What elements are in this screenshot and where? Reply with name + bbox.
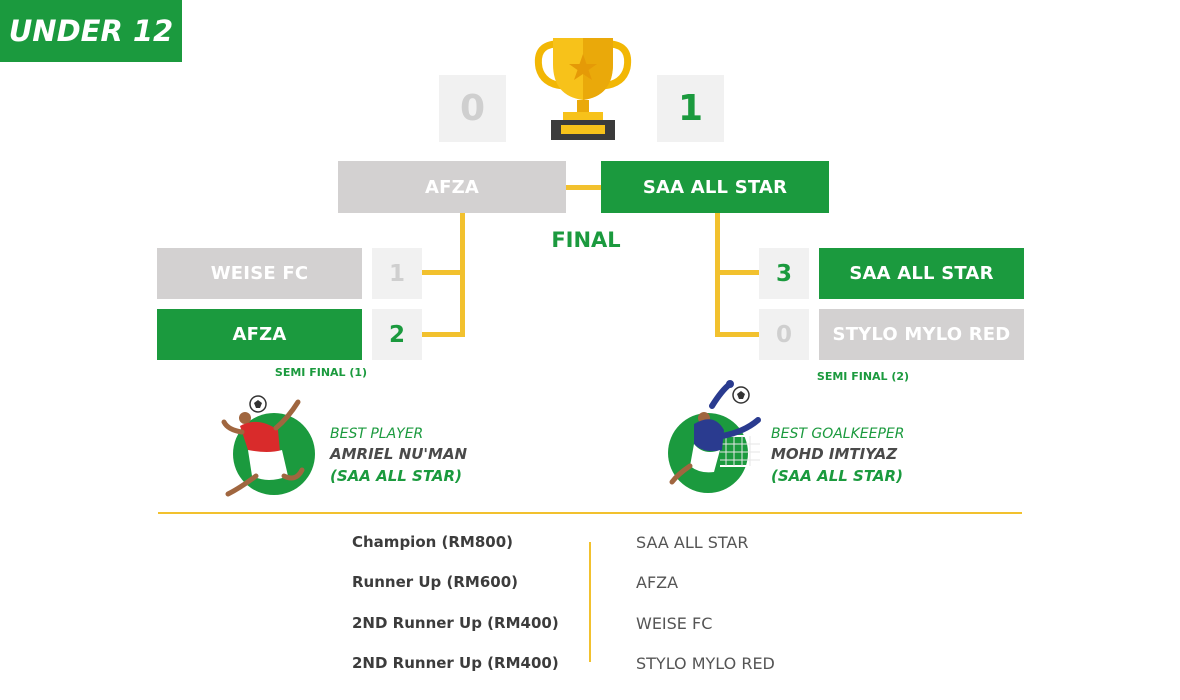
soccer-ball-icon bbox=[732, 386, 750, 404]
semi-right-team-1: SAA ALL STAR bbox=[819, 248, 1024, 299]
final-left-team-name: AFZA bbox=[424, 176, 479, 198]
category-title: UNDER 12 bbox=[8, 14, 174, 48]
semi-left-score-1: 1 bbox=[372, 248, 422, 299]
score-value: 3 bbox=[775, 260, 792, 287]
final-left-score: 0 bbox=[439, 75, 506, 142]
bracket-line bbox=[715, 213, 720, 337]
final-right-score-value: 1 bbox=[677, 88, 704, 129]
bracket-line bbox=[715, 332, 759, 337]
prize-value: WEISE FC bbox=[636, 614, 713, 633]
prize-label: Champion (RM800) bbox=[352, 533, 514, 551]
final-connector bbox=[566, 185, 601, 190]
score-value: 1 bbox=[388, 260, 405, 287]
soccer-ball-icon bbox=[249, 395, 267, 413]
semi-right-score-2: 0 bbox=[759, 309, 809, 360]
semi-right-label: SEMI FINAL (2) bbox=[816, 370, 910, 383]
award-title: BEST PLAYER bbox=[330, 426, 424, 442]
category-banner: UNDER 12 bbox=[0, 0, 182, 62]
section-divider bbox=[158, 512, 1022, 514]
bracket-line bbox=[422, 332, 465, 337]
final-left-team: AFZA bbox=[338, 161, 566, 213]
semi-left-score-2: 2 bbox=[372, 309, 422, 360]
score-value: 0 bbox=[775, 321, 792, 348]
final-right-team: SAA ALL STAR bbox=[601, 161, 829, 213]
team-name: AFZA bbox=[232, 324, 287, 345]
bracket-line bbox=[422, 270, 465, 275]
trophy-icon bbox=[533, 34, 633, 144]
award-player-team: (SAA ALL STAR) bbox=[771, 467, 903, 485]
award-player-name: AMRIEL NU'MAN bbox=[330, 445, 468, 463]
prize-label: 2ND Runner Up (RM400) bbox=[352, 654, 559, 672]
semi-left-label: SEMI FINAL (1) bbox=[274, 366, 368, 379]
prize-value: STYLO MYLO RED bbox=[636, 654, 775, 673]
prize-label: 2ND Runner Up (RM400) bbox=[352, 614, 559, 632]
semi-right-score-1: 3 bbox=[759, 248, 809, 299]
score-value: 2 bbox=[388, 321, 405, 348]
player-illustration bbox=[218, 392, 318, 498]
final-label: FINAL bbox=[551, 228, 621, 252]
award-player-team: (SAA ALL STAR) bbox=[330, 467, 462, 485]
semi-right-team-2: STYLO MYLO RED bbox=[819, 309, 1024, 360]
final-right-score: 1 bbox=[657, 75, 724, 142]
final-right-team-name: SAA ALL STAR bbox=[642, 176, 788, 198]
award-player-name: MOHD IMTIYAZ bbox=[771, 445, 898, 463]
semi-left-team-1: WEISE FC bbox=[157, 248, 362, 299]
semi-left-team-2: AFZA bbox=[157, 309, 362, 360]
best-goalkeeper-award: BEST GOALKEEPER MOHD IMTIYAZ (SAA ALL ST… bbox=[771, 425, 991, 487]
final-left-score-value: 0 bbox=[459, 88, 486, 129]
prize-divider bbox=[589, 542, 591, 662]
prize-label: Runner Up (RM600) bbox=[352, 573, 519, 591]
award-title: BEST GOALKEEPER bbox=[771, 426, 905, 442]
bracket-line bbox=[460, 213, 465, 337]
goalkeeper-illustration bbox=[664, 378, 772, 496]
bracket-line bbox=[715, 270, 759, 275]
team-name: STYLO MYLO RED bbox=[832, 324, 1011, 345]
prize-value: SAA ALL STAR bbox=[636, 533, 749, 552]
best-player-award: BEST PLAYER AMRIEL NU'MAN (SAA ALL STAR) bbox=[330, 425, 530, 487]
team-name: WEISE FC bbox=[210, 263, 309, 284]
prize-value: AFZA bbox=[636, 573, 679, 592]
team-name: SAA ALL STAR bbox=[849, 263, 994, 284]
